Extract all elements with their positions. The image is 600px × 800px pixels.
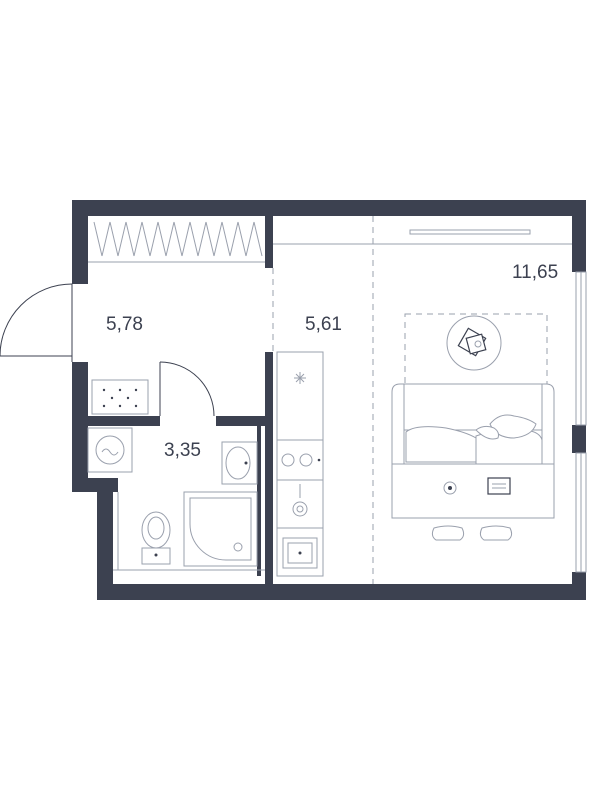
dishwasher-icon [292, 484, 308, 517]
toilet-icon [141, 511, 171, 565]
table-icon [391, 463, 555, 519]
wardrobe-hanger [229, 221, 239, 257]
wardrobe-hanger [149, 221, 159, 257]
washing-machine-icon [91, 379, 149, 415]
wardrobe-hanger [165, 221, 175, 257]
wardrobe-hanger [205, 221, 215, 257]
wardrobe-hanger [245, 221, 255, 257]
wardrobe-hanger [125, 221, 135, 257]
chair-icon [431, 525, 513, 541]
wardrobe-hanger [109, 221, 119, 257]
bathroom-area-label: 3,35 [164, 440, 201, 461]
shower-icon [183, 491, 258, 567]
window-icon [575, 271, 587, 573]
wardrobe-hanger [197, 221, 207, 257]
sink-icon [221, 441, 258, 485]
coffee-table-icon [446, 315, 502, 371]
wardrobe-icon [88, 221, 265, 263]
kitchen-sink-icon [282, 537, 318, 569]
wardrobe-hanger [181, 221, 191, 257]
sofa-icon [391, 383, 555, 465]
wardrobe-hanger [133, 221, 143, 257]
tv-icon [273, 229, 572, 245]
light-icon [294, 372, 306, 384]
wardrobe-hanger [173, 221, 183, 257]
door-swing-icon [0, 283, 73, 362]
wardrobe-hanger [157, 221, 167, 257]
stove-icon [281, 453, 321, 467]
walls [72, 200, 586, 600]
kitchen-area-label: 5,61 [305, 314, 342, 335]
wardrobe-hanger [141, 221, 151, 257]
bathroom-door-icon [159, 361, 215, 417]
wardrobe-hanger [189, 221, 199, 257]
wardrobe-hanger [101, 221, 111, 257]
wardrobe-hanger [93, 221, 103, 257]
wardrobe-hanger [253, 221, 263, 257]
wardrobe-hanger [221, 221, 231, 257]
bathroom-floor-outline [113, 492, 265, 571]
wardrobe-hanger [213, 221, 223, 257]
living-area-label: 11,65 [512, 262, 558, 283]
wardrobe-hanger [237, 221, 247, 257]
wardrobe-hanger [117, 221, 127, 257]
washer-drum-icon [87, 427, 133, 473]
hallway-area-label: 5,78 [106, 314, 143, 335]
